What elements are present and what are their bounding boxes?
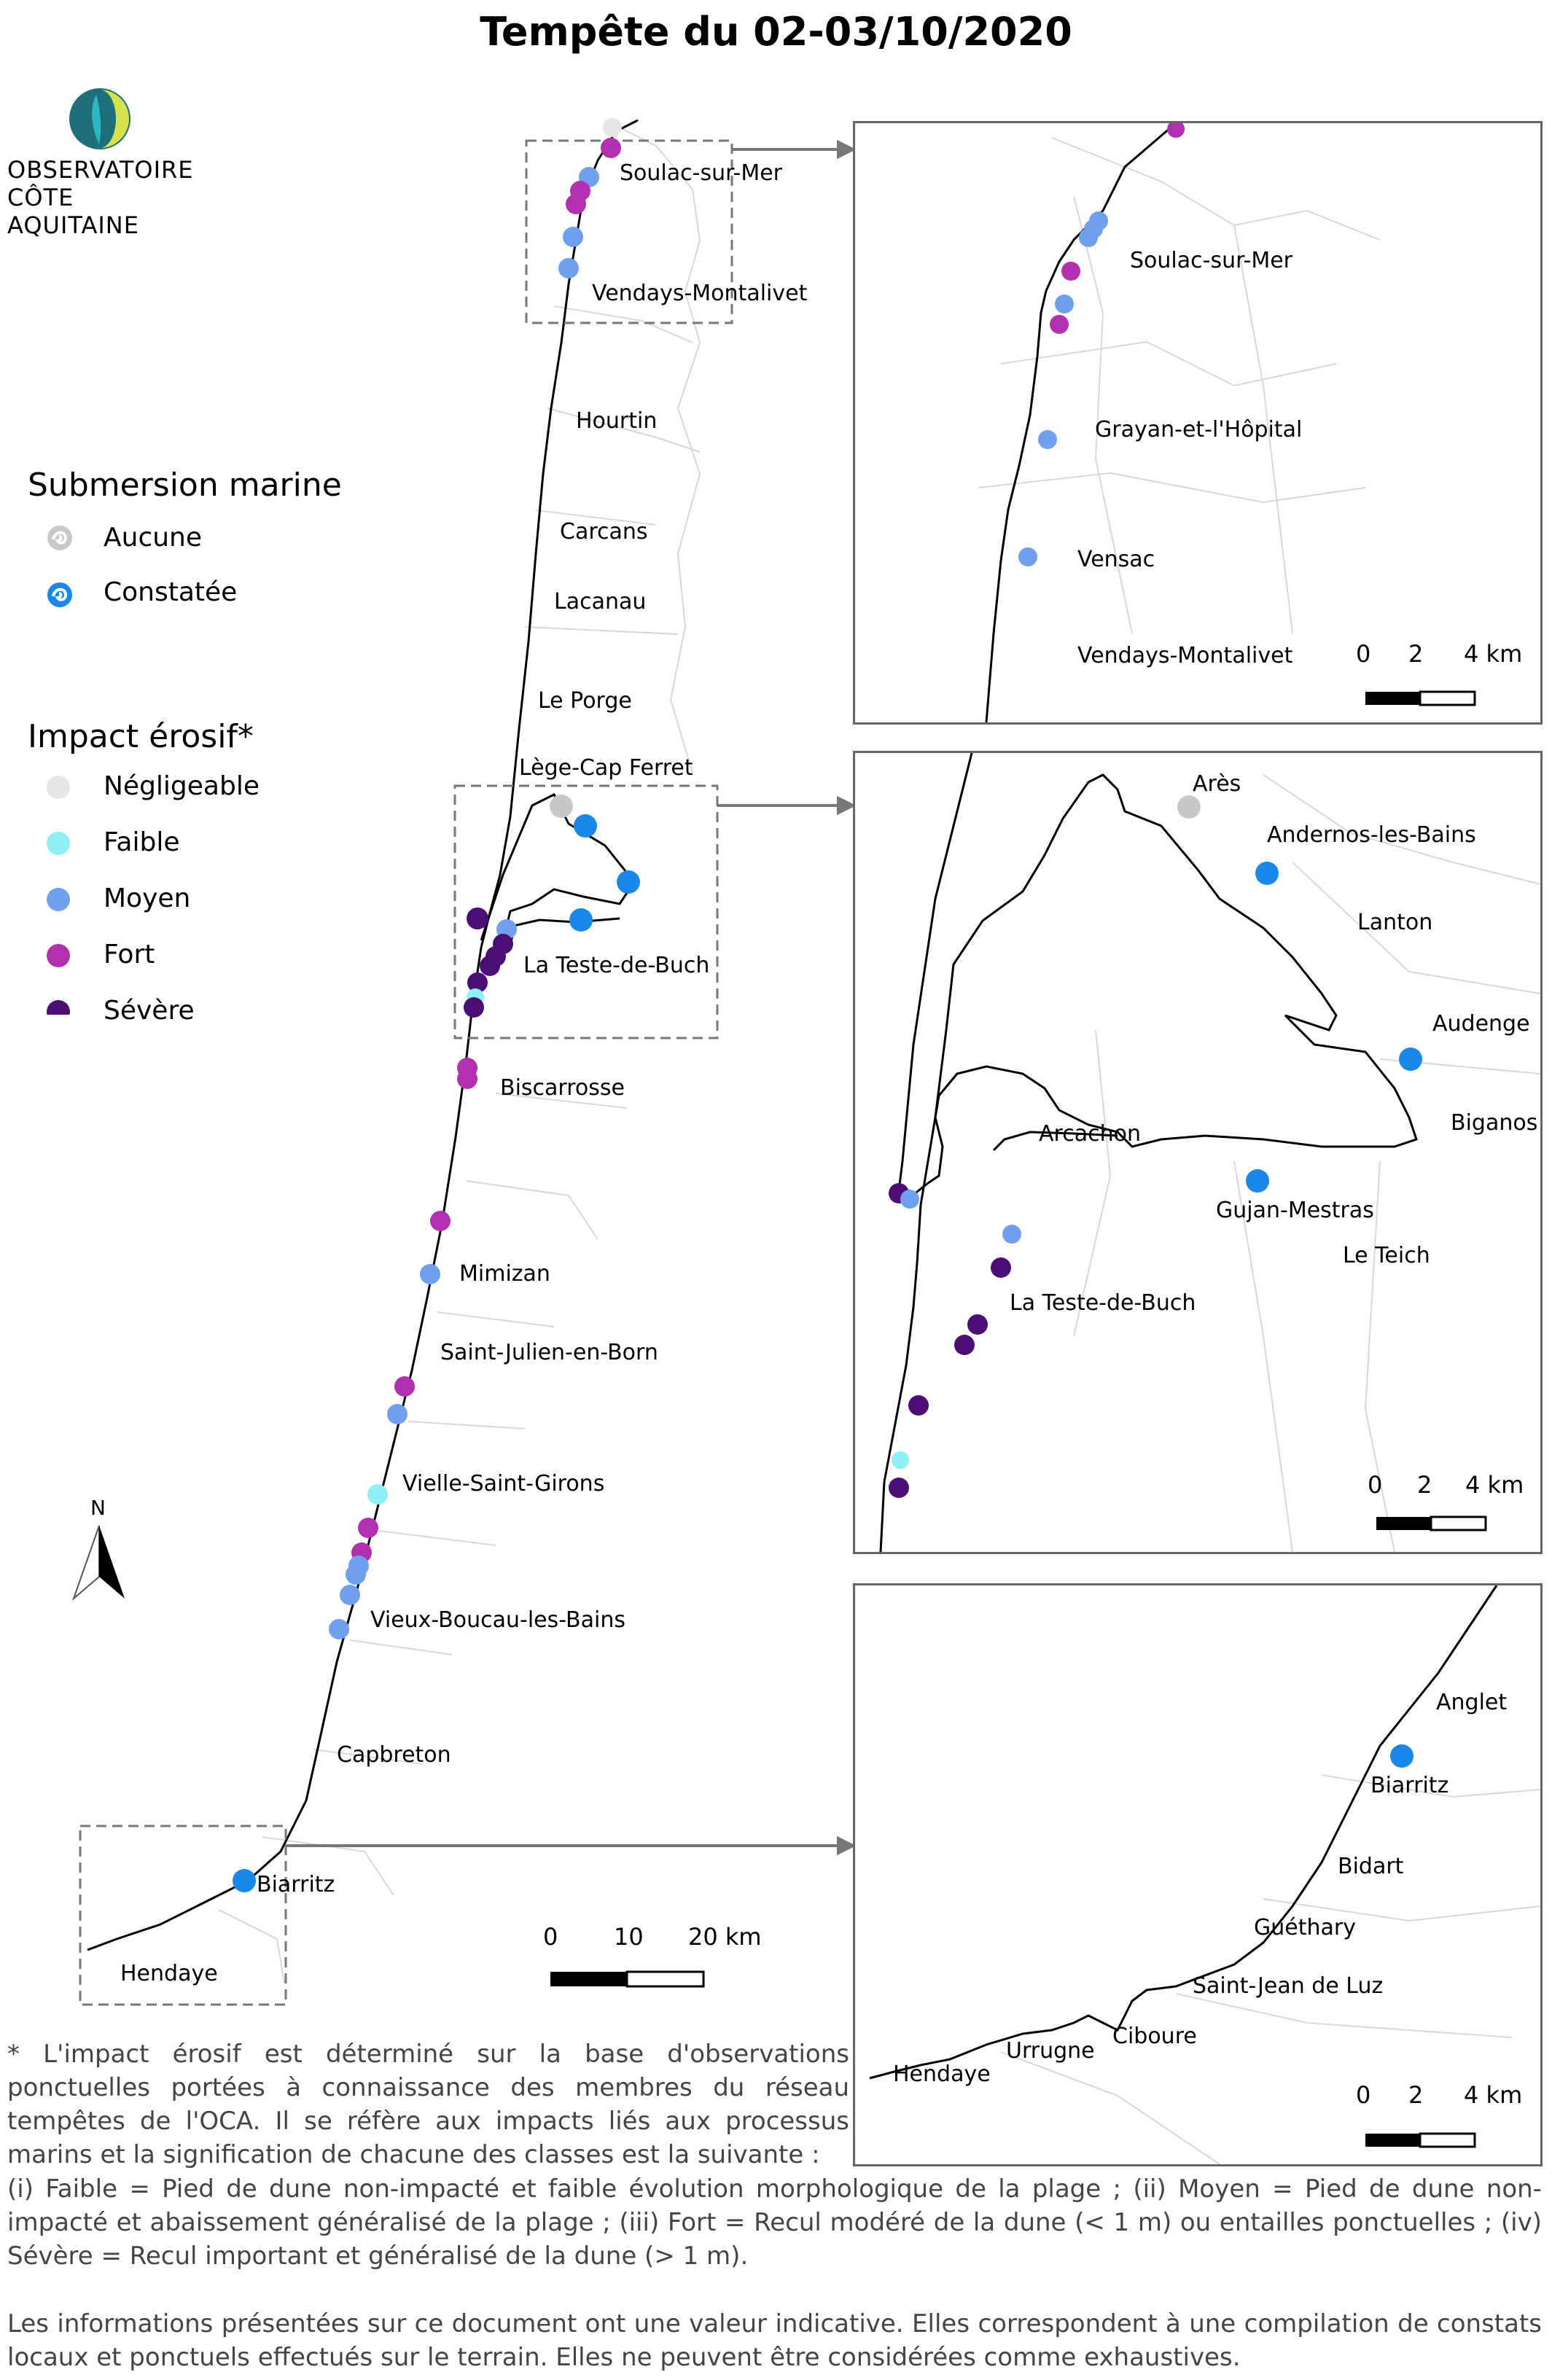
inset3-anglet: Anglet [1436,1690,1508,1715]
legend-submersion-title: Submersion marine [28,467,342,504]
submersion-observed-icon [47,582,72,607]
inset3-biarritz: Biarritz [1370,1773,1449,1798]
town-saint-julien: Saint-Julien-en-Born [440,1340,658,1365]
inset1-scale-0: 0 [1356,640,1371,668]
footnote-intro: * L'impact érosif est déterminé sur la b… [7,2040,849,2169]
inset-south [853,1583,1543,2166]
inset2-lanton: Lanton [1357,910,1433,935]
inset2-andernos: Andernos-les-Bains [1267,822,1476,848]
dot-severe [47,1000,70,1015]
scale-main-10: 10 [614,1923,644,1951]
town-vieux-boucau: Vieux-Boucau-les-Bains [370,1607,625,1633]
town-vendays: Vendays-Montalivet [592,281,808,306]
inset-arcachon [853,751,1543,1554]
town-lege: Lège-Cap Ferret [519,755,693,781]
scale-main-20: 20 km [688,1923,762,1951]
inset2-scale-2: 2 [1417,1471,1432,1499]
legend-fort: Fort [104,940,155,969]
dot-faible [47,832,70,855]
inset3-guethary: Guéthary [1254,1915,1356,1940]
legend-impact-title: Impact érosif* [28,718,254,755]
town-capbreton: Capbreton [337,1742,451,1768]
inset-north [853,120,1543,725]
dot-fort [47,944,70,967]
inset3-scale-2: 2 [1408,2081,1424,2109]
inset3-hendaye: Hendaye [893,2061,991,2087]
inset3-scale-4: 4 km [1464,2081,1523,2109]
north-label: N [90,1496,106,1520]
logo-line2: CÔTE AQUITAINE [7,184,139,239]
inset2-scale-0: 0 [1368,1471,1383,1499]
coastline [87,119,639,1951]
legend-severe: Sévère [104,996,195,1026]
scale-main-0: 0 [543,1923,558,1951]
inset2-gujan: Gujan-Mestras [1216,1198,1374,1223]
inset2-ares: Arès [1193,771,1241,797]
legend-negligeable: Négligeable [104,771,260,801]
submersion-none-icon [47,526,72,550]
logo-line1: OBSERVATOIRE [7,156,194,184]
inset3-ciboure: Ciboure [1112,2024,1197,2049]
town-lacanau: Lacanau [554,589,647,614]
town-mimizan: Mimizan [459,1261,550,1287]
inset2-scale-4: 4 km [1465,1471,1524,1499]
town-biarritz: Biarritz [257,1872,335,1897]
legend-aucune: Aucune [104,523,203,553]
inset2-le-teich: Le Teich [1343,1243,1430,1268]
legend-constatee: Constatée [104,577,238,607]
town-hendaye: Hendaye [120,1961,218,1986]
north-arrow-icon [71,1525,125,1601]
inset2-la-teste: La Teste-de-Buch [1010,1290,1196,1316]
inset2-arcachon: Arcachon [1039,1121,1141,1147]
town-vielle: Vielle-Saint-Girons [402,1471,605,1497]
page-title: Tempête du 02-03/10/2020 [480,9,1072,55]
inset1-grayan: Grayan-et-l'Hôpital [1095,417,1303,442]
town-hourtin: Hourtin [576,408,658,434]
legend-moyen: Moyen [104,883,191,913]
inset1-vensac: Vensac [1077,547,1155,572]
inset2-audenge: Audenge [1432,1011,1530,1037]
town-carcans: Carcans [560,519,648,545]
dot-moyen [47,888,70,911]
inset1-scale-2: 2 [1408,640,1424,668]
inset1-soulac: Soulac-sur-Mer [1130,248,1293,273]
footnote-classes: (i) Faible = Pied de dune non-impacté et… [7,2174,1542,2271]
impact-legend-dots [47,776,70,1015]
town-le-porge: Le Porge [538,688,632,714]
inset1-scale-4: 4 km [1464,640,1523,668]
inset1-vendays: Vendays-Montalivet [1077,643,1293,668]
legend-faible: Faible [104,827,180,857]
inset2-biganos: Biganos [1451,1110,1538,1136]
town-la-teste: La Teste-de-Buch [523,953,710,978]
dot-negligeable [47,776,70,799]
oca-logo-icon [69,88,130,149]
town-soulac: Soulac-sur-Mer [620,160,783,186]
inset3-bidart: Bidart [1338,1854,1404,1879]
footnote-disclaimer: Les informations présentées sur ce docum… [7,2309,1542,2372]
inset3-scale-0: 0 [1356,2081,1371,2109]
town-biscarrosse: Biscarrosse [500,1075,625,1101]
inset3-urrugne: Urrugne [1006,2038,1095,2064]
inset3-saint-jean: Saint-Jean de Luz [1193,1973,1384,1999]
